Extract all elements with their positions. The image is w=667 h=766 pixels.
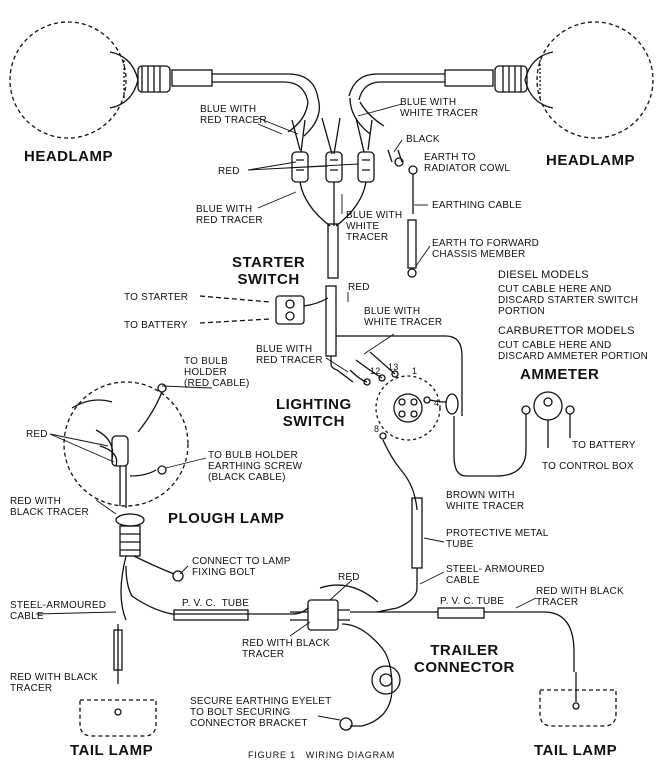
blue-white-tracer-top-label: BLUE WITH WHITE TRACER <box>400 97 479 119</box>
to-control-box-label: TO CONTROL BOX <box>542 461 634 472</box>
black-wire-label: BLACK <box>406 134 440 145</box>
terminal-4-label: 4 <box>434 398 440 408</box>
to-bulb-holder-label: TO BULB HOLDER (RED CABLE) <box>184 356 250 389</box>
plough-lamp-label: PLOUGH LAMP <box>168 510 285 527</box>
trailer-connector-label: TRAILER CONNECTOR <box>414 642 515 676</box>
red-black-right-label: RED WITH BLACK TRACER <box>536 586 624 608</box>
blue-white-tracer-mid-label: BLUE WITH WHITE TRACER <box>346 210 403 243</box>
blue-red-tracer-mid-label: BLUE WITH RED TRACER <box>196 204 263 226</box>
figure-caption: FIGURE 1 WIRING DIAGRAM <box>248 750 396 760</box>
carburettor-models-title: CARBURETTOR MODELS <box>498 325 635 337</box>
trailer-connector-drawing <box>173 584 575 731</box>
ammeter-drawing <box>453 391 575 477</box>
tail-lamp-left-label: TAIL LAMP <box>70 742 154 759</box>
blue-red-tracer-top-label: BLUE WITH RED TRACER <box>200 104 267 126</box>
terminal-13-label: 13 <box>388 362 399 372</box>
headlamp-right-drawing <box>348 21 654 139</box>
starter-switch-drawing <box>199 285 463 416</box>
earth-radiator-label: EARTH TO RADIATOR COWL <box>424 152 511 174</box>
red-plough-label: RED <box>26 429 48 440</box>
steel-armoured-left-label: STEEL-ARMOURED CABLE <box>10 600 107 622</box>
headlamp-harness <box>287 97 418 279</box>
secure-earthing-label: SECURE EARTHING EYELET TO BOLT SECURING … <box>190 696 332 729</box>
brown-white-tracer-label: BROWN WITH WHITE TRACER <box>446 490 525 512</box>
tail-lamp-right-label: TAIL LAMP <box>534 742 618 759</box>
red-black-center-label: RED WITH BLACK TRACER <box>242 638 330 660</box>
pvc-tube-left-label: P. V. C. TUBE <box>182 598 250 609</box>
terminal-8-label: 8 <box>374 424 380 434</box>
tail-lamps-drawing <box>79 624 617 737</box>
connect-lamp-label: CONNECT TO LAMP FIXING BOLT <box>192 556 291 578</box>
earthing-cable-label: EARTHING CABLE <box>432 200 522 211</box>
earth-chassis-label: EARTH TO FORWARD CHASSIS MEMBER <box>432 238 540 260</box>
red-starter-label: RED <box>348 282 370 293</box>
protective-tube-label: PROTECTIVE METAL TUBE <box>446 528 549 550</box>
terminal-12-label: 12 <box>370 366 381 376</box>
red-trailer-label: RED <box>338 572 360 583</box>
to-bulb-earth-label: TO BULB HOLDER EARTHING SCREW (BLACK CAB… <box>208 450 303 483</box>
red-black-plough-label: RED WITH BLACK TRACER <box>10 496 89 518</box>
lighting-switch-drawing <box>349 351 459 613</box>
pvc-tube-right-label: P. V. C. TUBE <box>440 596 505 607</box>
red-top-label: RED <box>218 166 240 177</box>
headlamp-left-label: HEADLAMP <box>24 148 113 165</box>
plough-lamp-drawing <box>63 381 309 621</box>
to-battery-right-label: TO BATTERY <box>572 440 636 451</box>
carburettor-models-note: CUT CABLE HERE AND DISCARD AMMETER PORTI… <box>498 340 648 362</box>
blue-red-tracer-switch-label: BLUE WITH RED TRACER <box>256 344 323 366</box>
headlamp-right-label: HEADLAMP <box>546 152 635 169</box>
starter-switch-label: STARTER SWITCH <box>232 254 306 288</box>
to-starter-label: TO STARTER <box>124 292 189 303</box>
diesel-models-title: DIESEL MODELS <box>498 269 589 281</box>
leader-lines <box>35 103 537 721</box>
diesel-models-note: CUT CABLE HERE AND DISCARD STARTER SWITC… <box>498 284 639 317</box>
red-black-left-label: RED WITH BLACK TRACER <box>10 672 98 694</box>
to-battery-left-label: TO BATTERY <box>124 320 188 331</box>
steel-armoured-right-label: STEEL- ARMOURED CABLE <box>446 564 545 586</box>
blue-white-tracer-switch-label: BLUE WITH WHITE TRACER <box>364 306 443 328</box>
ammeter-label: AMMETER <box>520 366 600 383</box>
headlamp-left-drawing <box>9 21 319 139</box>
lighting-switch-label: LIGHTING SWITCH <box>276 396 352 430</box>
terminal-1-label: 1 <box>412 366 418 376</box>
